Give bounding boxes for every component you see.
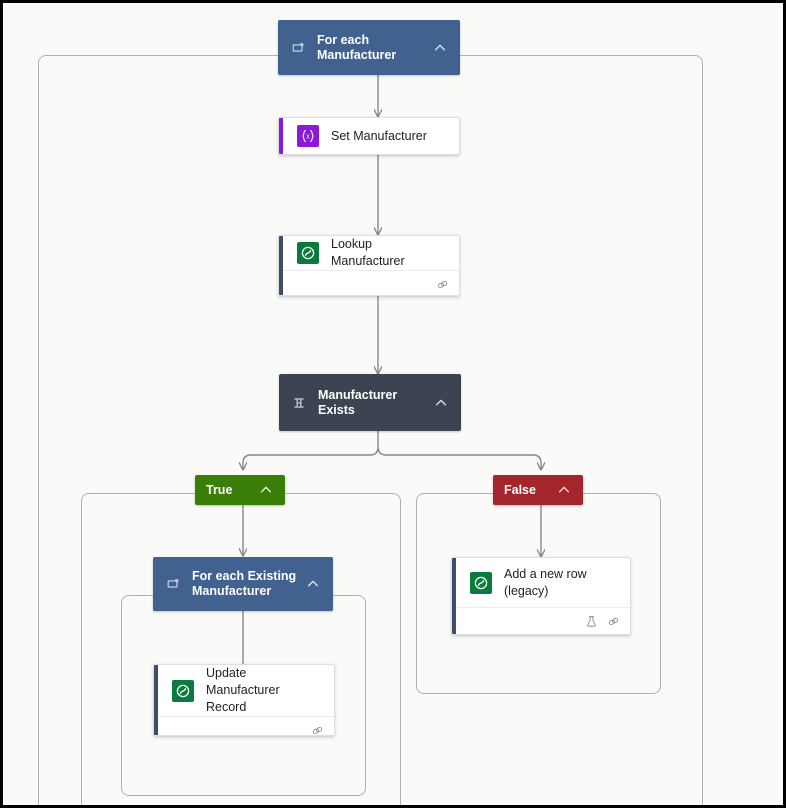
card-body: Add a new row (legacy) xyxy=(452,558,630,607)
card-body: Update Manufacturer Record xyxy=(154,665,334,716)
accent-bar xyxy=(279,236,283,295)
branch-pill-false[interactable]: False xyxy=(493,475,583,505)
node-update-manufacturer-record[interactable]: Update Manufacturer Record xyxy=(153,664,335,736)
chevron-up-icon[interactable] xyxy=(258,482,274,498)
link-icon[interactable] xyxy=(310,723,324,735)
loop-icon xyxy=(165,576,181,592)
link-icon[interactable] xyxy=(606,614,620,628)
card-footer xyxy=(279,270,459,295)
loop-icon xyxy=(290,40,306,56)
node-lookup-manufacturer[interactable]: Lookup Manufacturer xyxy=(278,235,460,296)
dataverse-icon xyxy=(470,571,492,594)
card-body: Lookup Manufacturer xyxy=(279,236,459,270)
card-footer xyxy=(452,607,630,634)
node-set-manufacturer[interactable]: x Set Manufacturer xyxy=(278,117,460,155)
node-title: For each Manufacturer xyxy=(317,32,397,62)
dataverse-icon xyxy=(297,242,319,264)
node-for-each-manufacturer[interactable]: For each Manufacturer xyxy=(278,20,460,75)
accent-bar xyxy=(452,558,456,634)
card-body: x Set Manufacturer xyxy=(279,118,459,154)
node-title: Update Manufacturer Record xyxy=(206,666,280,714)
condition-icon xyxy=(291,395,307,411)
chevron-up-icon[interactable] xyxy=(432,40,448,56)
node-add-a-new-row-legacy[interactable]: Add a new row (legacy) xyxy=(451,557,631,635)
link-icon[interactable] xyxy=(435,277,449,291)
branch-pill-true[interactable]: True xyxy=(195,475,285,505)
chevron-up-icon[interactable] xyxy=(433,395,449,411)
accent-bar xyxy=(154,665,158,735)
node-title: For each Existing Manufacturer xyxy=(192,569,297,598)
node-manufacturer-exists[interactable]: Manufacturer Exists xyxy=(279,374,461,431)
node-title: Add a new row (legacy) xyxy=(504,566,587,598)
svg-text:x: x xyxy=(306,133,310,141)
chevron-up-icon[interactable] xyxy=(556,482,572,498)
dataverse-icon xyxy=(172,679,194,702)
branch-label: True xyxy=(206,483,233,497)
node-title: Set Manufacturer xyxy=(331,128,427,143)
card-footer xyxy=(154,716,334,735)
branch-label: False xyxy=(504,483,536,497)
accent-bar xyxy=(279,118,283,154)
chevron-up-icon[interactable] xyxy=(305,576,321,592)
node-title: Lookup Manufacturer xyxy=(331,237,405,268)
node-title: Manufacturer Exists xyxy=(318,387,398,417)
variable-braces-icon: x xyxy=(297,125,319,147)
node-for-each-existing-manufacturer[interactable]: For each Existing Manufacturer xyxy=(153,557,333,611)
flask-icon[interactable] xyxy=(584,614,598,628)
